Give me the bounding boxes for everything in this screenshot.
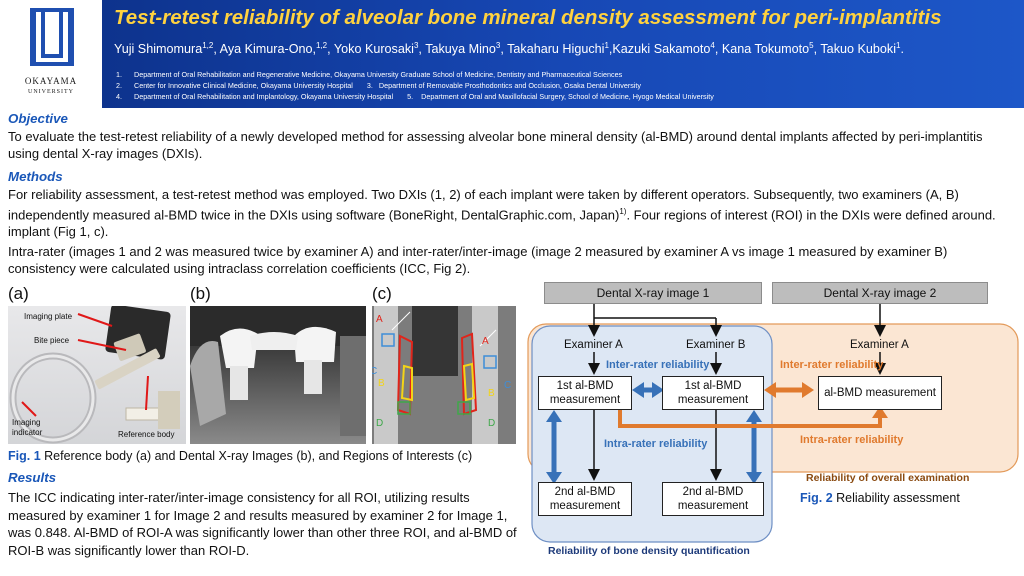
examiner-a-right: Examiner A [850, 339, 909, 351]
label-reference-body: Reference body [118, 430, 175, 439]
author: Yuji Shimomura [114, 42, 203, 57]
roi-label-right-a: A [482, 336, 489, 347]
fig1-number: Fig. 1 [8, 449, 41, 463]
university-logo: OKAYAMA UNIVERSITY [0, 0, 102, 108]
author: Kana Tokumoto [721, 42, 810, 57]
first-bmd-examiner-b: 1st al-BMD measurement [662, 376, 764, 410]
roi-label-left-a: A [376, 314, 383, 325]
inter-rater-label-blue: Inter-rater reliability [606, 359, 710, 371]
roi-label-left-d: D [376, 418, 384, 429]
methods-text: For reliability assessment, a test-retes… [8, 187, 959, 223]
author: Yoko Kurosaki [333, 42, 414, 57]
roi-label-right-c: C [504, 380, 512, 391]
affiliation-text: Department of Oral Rehabilitation and Im… [134, 92, 394, 101]
overall-reliability-label: Reliability of overall examination [806, 472, 970, 484]
author-sup: 1 [604, 41, 609, 50]
roi-label-left-b: B [378, 378, 385, 389]
roi-label-right-b: B [488, 388, 495, 399]
okayama-shield-icon [30, 8, 74, 66]
roi-image: A C B D A C B D [372, 306, 516, 444]
poster-title: Test-retest reliability of alveolar bone… [114, 6, 942, 29]
objective-text: To evaluate the test-retest reliability … [8, 129, 983, 161]
affiliation-number: 5. [407, 92, 414, 101]
author-sup: 1 [896, 41, 901, 50]
label-imaging-indicator: Imaging indicator [12, 418, 43, 437]
intra-rater-label-orange: Intra-rater reliability [800, 434, 904, 446]
results-text: The ICC indicating inter-rater/inter-ima… [8, 490, 517, 558]
reference-sup: 1) [619, 207, 627, 216]
fig1-label-c: (c) [372, 284, 392, 303]
author-sup: 1,2 [202, 41, 214, 50]
author: Aya Kimura-Ono, [219, 42, 316, 57]
objective-heading: Objective [8, 111, 68, 126]
affiliation-number: 4. [116, 92, 122, 101]
affiliation-text: Department of Oral Rehabilitation and Re… [134, 70, 623, 79]
reference-body-photo: Imaging plate Bite piece Imaging indicat… [8, 306, 186, 444]
methods-heading: Methods [8, 169, 63, 184]
examiner-a-left: Examiner A [564, 339, 623, 351]
xray-illustration [190, 326, 366, 444]
author-sup: 4 [710, 41, 715, 50]
methods-paragraph-2: Intra-rater (images 1 and 2 was measured… [8, 244, 948, 276]
logo-wordmark: OKAYAMA UNIVERSITY [0, 76, 102, 98]
inter-rater-label-orange: Inter-rater reliability [780, 359, 884, 371]
second-bmd-examiner-a: 2nd al-BMD measurement [538, 482, 632, 516]
affiliation-line-3: 4. Department of Oral Rehabilitation and … [116, 92, 714, 101]
dental-xray-image [190, 306, 366, 444]
roi-label-left-c: C [372, 366, 378, 377]
logo-sub: UNIVERSITY [28, 89, 74, 95]
examiner-b: Examiner B [686, 339, 746, 351]
first-bmd-examiner-a: 1st al-BMD measurement [538, 376, 632, 410]
label-bite-piece: Bite piece [34, 336, 70, 345]
fig1-caption: Fig. 1 Reference body (a) and Dental X-r… [8, 449, 472, 463]
author-sup: 3 [495, 41, 501, 50]
dxi2-box: Dental X-ray image 2 [772, 282, 988, 304]
author-sup: 3 [413, 41, 419, 50]
methods-paragraph-1: For reliability assessment, a test-retes… [8, 186, 1016, 240]
author-list: Yuji Shimomura1,2, Aya Kimura-Ono,1,2, Y… [114, 41, 904, 57]
label-imaging-plate: Imaging plate [24, 312, 73, 321]
methods-text: . Four regions of interest (ROI) in the … [8, 207, 996, 240]
author: Kazuki Sakamoto [612, 42, 711, 57]
affiliation-line-2: 2. Center for Innovative Clinical Medicin… [116, 81, 641, 90]
intra-rater-label-blue: Intra-rater reliability [604, 438, 708, 450]
dxi1-box: Dental X-ray image 1 [544, 282, 762, 304]
second-bmd-examiner-b: 2nd al-BMD measurement [662, 482, 764, 516]
affiliation-number: 1. [116, 70, 122, 79]
author-sup: 5 [809, 41, 814, 50]
roi-label-right-d: D [488, 418, 496, 429]
quantification-reliability-label: Reliability of bone density quantificati… [548, 545, 750, 557]
reference-body-illustration [9, 306, 180, 444]
author-sup: 1,2 [316, 41, 328, 50]
author: Takaharu Higuchi [507, 42, 605, 57]
author: Takuya Mino [425, 42, 496, 57]
affiliation-line-1: 1. Department of Oral Rehabilitation and … [116, 70, 622, 79]
al-bmd-measurement-box: al-BMD measurement [818, 376, 942, 410]
fig2-caption-text: Reliability assessment [832, 491, 960, 505]
affiliation-text: Department of Oral and Maxillofacial Sur… [421, 92, 714, 101]
affiliation-text: Center for Innovative Clinical Medicine,… [134, 81, 353, 90]
author: Takuo Kuboki [820, 42, 897, 57]
results-heading: Results [8, 470, 57, 485]
fig2-number: Fig. 2 [800, 491, 833, 505]
affiliation-text: Department of Removable Prosthodontics a… [378, 81, 641, 90]
logo-name: OKAYAMA [24, 76, 78, 86]
affiliation-number: 2. [116, 81, 122, 90]
reliability-diagram: Dental X-ray image 1 Dental X-ray image … [520, 280, 1020, 570]
reliability-diagram-shapes [527, 302, 1019, 543]
affiliation-number: 3. [366, 81, 373, 90]
fig1-label-b: (b) [190, 284, 211, 303]
fig1-label-a: (a) [8, 284, 29, 303]
poster-header: OKAYAMA UNIVERSITY Test-retest reliabili… [0, 0, 1024, 108]
roi-illustration [372, 306, 516, 444]
fig2-caption: Fig. 2 Reliability assessment [800, 491, 960, 505]
fig1-caption-text: Reference body (a) and Dental X-ray Imag… [40, 449, 473, 463]
